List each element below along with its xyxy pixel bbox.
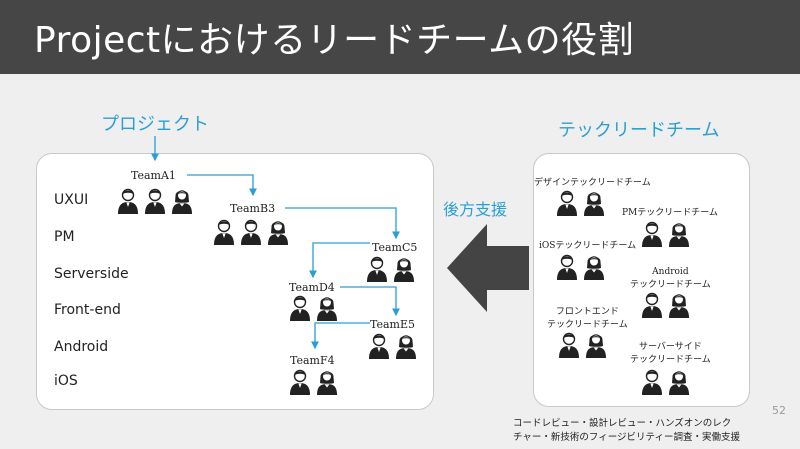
woman-icon xyxy=(667,369,691,395)
teame-to-teamf-arrow xyxy=(311,322,370,350)
woman-icon xyxy=(392,256,416,282)
slide-title: Projectにおけるリードチームの役割 xyxy=(34,20,635,61)
frontend-lead-members xyxy=(557,332,608,358)
teamc-to-teamd-arrow xyxy=(309,242,370,279)
role-pm: PM xyxy=(54,229,75,245)
woman-icon xyxy=(315,369,339,395)
lead-team-ios: iOSテックリードチーム xyxy=(539,241,637,251)
man-icon xyxy=(116,188,140,214)
project-header: プロジェクト xyxy=(101,114,209,135)
role-uxui: UXUI xyxy=(54,192,89,208)
pm-lead-members xyxy=(640,221,691,247)
lead-team-responsibilities: コードレビュー・設計レビュー・ハンズオンのレク チャー・新技術のフィージビリティ… xyxy=(513,418,740,443)
team-d4-members xyxy=(288,295,339,321)
team-b3-label: TeamB3 xyxy=(230,202,276,215)
man-icon xyxy=(212,219,236,245)
man-icon xyxy=(288,369,312,395)
lead-team-design: デザインテックリードチーム xyxy=(534,178,651,188)
title-bar: Projectにおけるリードチームの役割 xyxy=(0,0,800,74)
team-d4-label: TeamD4 xyxy=(289,281,335,294)
team-a1-members xyxy=(116,188,194,214)
woman-icon xyxy=(582,190,606,216)
team-b3-members xyxy=(212,219,290,245)
android-lead-members xyxy=(640,292,691,318)
man-icon xyxy=(640,369,664,395)
woman-icon xyxy=(667,221,691,247)
woman-icon xyxy=(394,333,418,359)
woman-icon xyxy=(582,254,606,280)
man-icon xyxy=(367,333,391,359)
man-icon xyxy=(640,292,664,318)
teamb-to-teamc-arrow xyxy=(285,207,400,240)
team-a1-label: TeamA1 xyxy=(131,169,176,182)
woman-icon xyxy=(584,332,608,358)
role-serverside: Serverside xyxy=(54,266,129,282)
team-c5-members xyxy=(365,256,416,282)
man-icon xyxy=(239,219,263,245)
lead-team-pm: PMテックリードチーム xyxy=(622,208,719,218)
team-e5-label: TeamE5 xyxy=(370,318,416,331)
man-icon xyxy=(288,295,312,321)
woman-icon xyxy=(667,292,691,318)
team-c5-label: TeamC5 xyxy=(372,241,418,254)
page-number: 52 xyxy=(772,404,786,417)
role-ios: iOS xyxy=(54,373,78,389)
support-label: 後方支援 xyxy=(443,200,508,219)
teama-to-teamb-arrow xyxy=(187,174,257,197)
role-android: Android xyxy=(54,339,109,355)
man-icon xyxy=(555,190,579,216)
man-icon xyxy=(640,221,664,247)
role-front-end: Front-end xyxy=(54,302,121,318)
lead-team-frontend: フロントエンドテックリードチーム xyxy=(547,307,628,330)
ios-lead-members xyxy=(555,254,606,280)
serverside-lead-members xyxy=(640,369,691,395)
woman-icon xyxy=(170,188,194,214)
team-e5-members xyxy=(367,333,418,359)
lead-team-serverside: サーバーサイドテックリードチーム xyxy=(630,342,711,365)
team-f4-members xyxy=(288,369,339,395)
woman-icon xyxy=(315,295,339,321)
man-icon xyxy=(557,332,581,358)
man-icon xyxy=(365,256,389,282)
woman-icon xyxy=(266,219,290,245)
team-f4-label: TeamF4 xyxy=(290,354,335,367)
man-icon xyxy=(555,254,579,280)
teamd-to-teame-arrow xyxy=(340,286,400,317)
lead-team-header: テックリードチーム xyxy=(558,120,720,141)
support-arrow-icon xyxy=(447,224,529,312)
design-lead-members xyxy=(555,190,606,216)
man-icon xyxy=(143,188,167,214)
